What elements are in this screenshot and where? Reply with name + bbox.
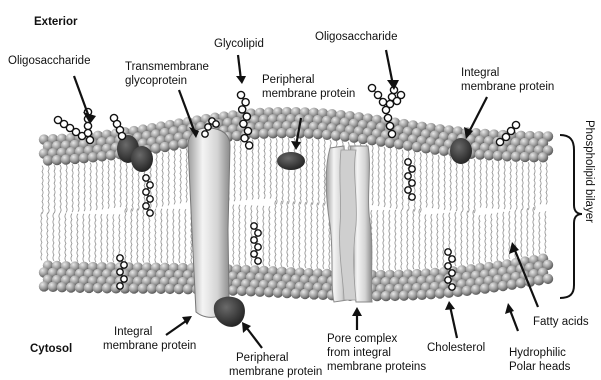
hydrophilic-label-line2: Polar heads [509, 361, 571, 373]
pore-complex [326, 146, 372, 302]
bilayer-bracket [560, 135, 582, 298]
polar-heads-inner [39, 253, 553, 301]
peripheral-membrane-protein-bottom [214, 297, 245, 327]
oligosaccharide-right-label: Oligosaccharide [315, 31, 397, 43]
peripheral-membrane-protein-top [277, 152, 305, 170]
glycolipid-label: Glycolipid [214, 38, 264, 50]
peripheral-bottom-label-line1: Peripheral [236, 352, 288, 364]
transmembrane-label-line2: glycoprotein [125, 75, 187, 87]
cholesterol-molecule-right-top [405, 159, 415, 200]
cholesterol-molecule-left [143, 175, 153, 216]
phospholipid-bilayer-label: Phospholipid bilayer [583, 120, 595, 223]
peripheral-top-label-line1: Peripheral [262, 74, 314, 86]
exterior-label: Exterior [34, 16, 78, 28]
transmembrane-label-line1: Transmembrane [125, 61, 209, 73]
pore-label-line1: Pore complex [327, 333, 398, 345]
cytosol-label: Cytosol [30, 343, 72, 355]
peripheral-bottom-label-line2: membrane protein [229, 366, 322, 378]
integral-top-label-line1: Integral [461, 67, 499, 79]
pore-label-line2: from integral [327, 347, 391, 359]
cholesterol-label: Cholesterol [427, 342, 485, 354]
oligosaccharide-left-label: Oligosaccharide [8, 55, 90, 67]
integral-membrane-protein-right [450, 138, 472, 164]
fatty-acids-label: Fatty acids [533, 316, 589, 328]
integral-bottom-label-line1: Integral [114, 326, 152, 338]
pore-label-line3: membrane proteins [327, 361, 426, 373]
integral-bottom-label-line2: membrane protein [103, 340, 196, 352]
hydrophilic-label-line1: Hydrophilic [509, 347, 566, 359]
peripheral-top-label-line2: membrane protein [262, 88, 355, 100]
cholesterol-molecule-mid [251, 223, 261, 264]
integral-top-label-line2: membrane protein [461, 81, 554, 93]
phospholipid-bilayer [39, 107, 553, 301]
